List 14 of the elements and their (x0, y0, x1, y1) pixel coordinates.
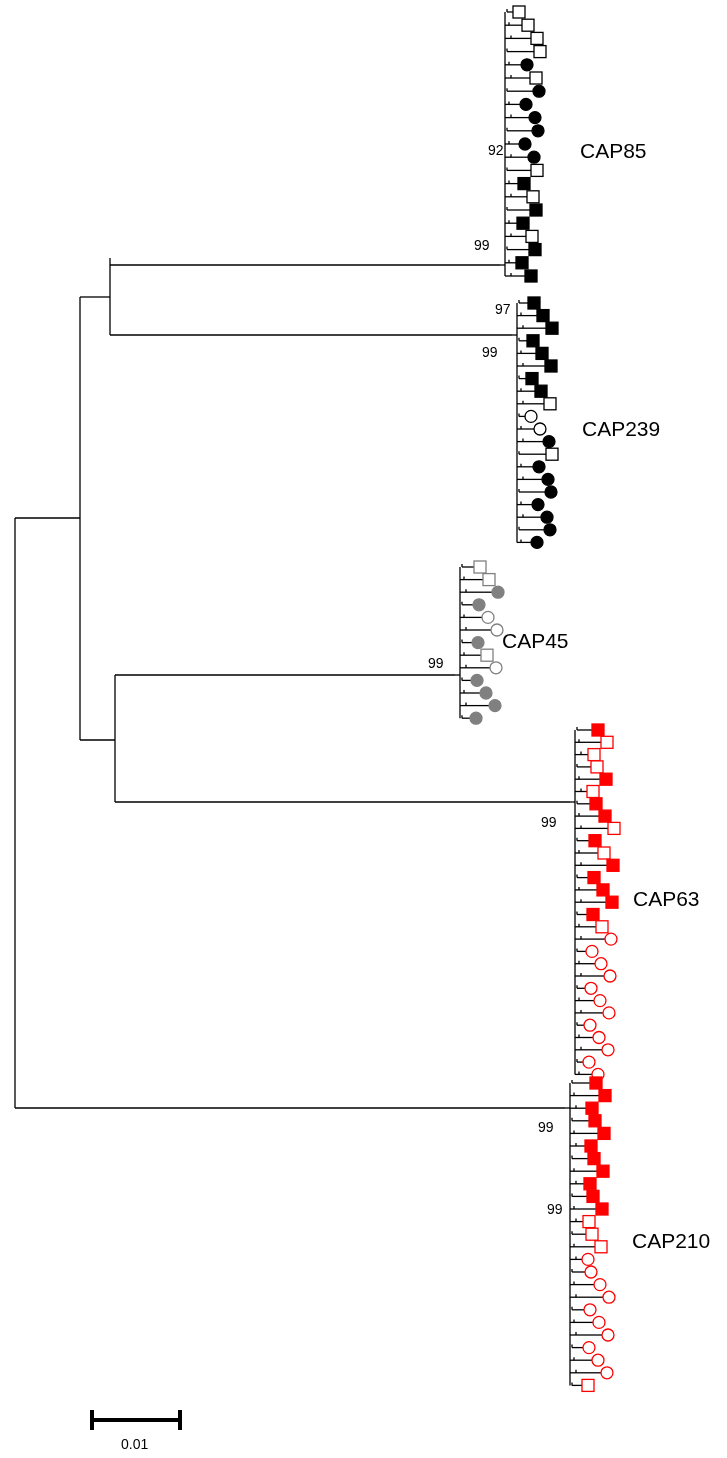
clade-label: CAP63 (633, 888, 700, 909)
clade-label: CAP45 (502, 630, 569, 651)
bootstrap-value: 97 (495, 302, 511, 316)
clade-label: CAP210 (632, 1230, 711, 1251)
clade-label: CAP239 (582, 418, 661, 439)
bootstrap-value: 99 (482, 345, 498, 359)
bootstrap-value: 99 (428, 656, 444, 670)
bootstrap-value: 99 (538, 1120, 554, 1134)
bootstrap-value: 99 (541, 815, 557, 829)
scale-value: 0.01 (121, 1437, 149, 1451)
bootstrap-value: 99 (474, 238, 490, 252)
clade-label: CAP85 (580, 140, 647, 161)
bootstrap-value: 99 (547, 1202, 563, 1216)
bootstrap-value: 92 (488, 143, 504, 157)
